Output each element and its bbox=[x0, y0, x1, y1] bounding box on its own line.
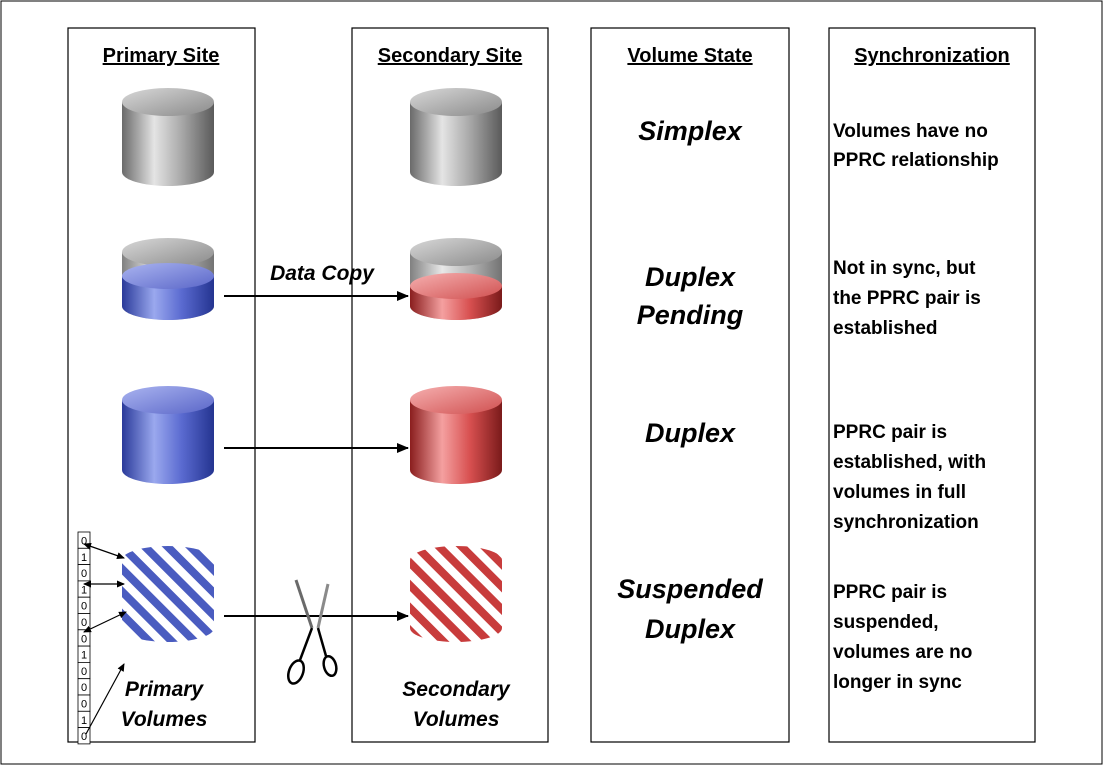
bitmap-cell: 0 bbox=[77, 564, 91, 582]
secondary-volume-simplex-icon bbox=[410, 88, 502, 186]
sync-duplex-line4: synchronization bbox=[833, 512, 979, 533]
data-copy-label: Data Copy bbox=[270, 262, 375, 285]
secondary-volume-duplex-icon bbox=[410, 386, 502, 484]
bitmap-cell: 0 bbox=[77, 613, 91, 631]
volume-state-column bbox=[590, 27, 790, 743]
sync-simplex-line2: PPRC relationship bbox=[833, 150, 999, 171]
primary-volumes-label-line1: Primary bbox=[125, 678, 205, 701]
primary-site-header: Primary Site bbox=[103, 45, 220, 67]
bitmap-cell: 0 bbox=[77, 596, 91, 614]
synchronization-column bbox=[828, 27, 1036, 743]
synchronization-header: Synchronization bbox=[854, 45, 1010, 67]
state-simplex: Simplex bbox=[638, 116, 743, 146]
sync-simplex-line1: Volumes have no bbox=[833, 121, 988, 142]
bitmap-cell: 0 bbox=[77, 629, 91, 647]
svg-text:0: 0 bbox=[81, 699, 87, 711]
sync-pending-line2: the PPRC pair is bbox=[833, 288, 981, 309]
state-suspended-duplex-line1: Suspended bbox=[617, 574, 763, 604]
state-duplex: Duplex bbox=[645, 418, 736, 448]
sync-suspended-line1: PPRC pair is bbox=[833, 582, 947, 603]
svg-text:1: 1 bbox=[81, 552, 87, 564]
bitmap-cell: 1 bbox=[77, 710, 91, 728]
svg-text:0: 0 bbox=[81, 617, 87, 629]
primary-site-column bbox=[67, 27, 256, 743]
primary-volume-pending-icon bbox=[122, 238, 214, 320]
volume-state-header: Volume State bbox=[627, 45, 752, 67]
svg-text:1: 1 bbox=[81, 715, 87, 727]
state-duplex-pending-line2: Pending bbox=[637, 300, 744, 330]
svg-text:1: 1 bbox=[81, 584, 87, 596]
state-duplex-pending-line1: Duplex bbox=[645, 262, 736, 292]
primary-volume-duplex-icon bbox=[122, 386, 214, 484]
bitmap-cell: 0 bbox=[77, 694, 91, 712]
bitmap-pointer-arrows bbox=[83, 543, 127, 735]
state-suspended-duplex-line2: Duplex bbox=[645, 614, 736, 644]
bitmap-cell: 0 bbox=[77, 678, 91, 696]
svg-text:0: 0 bbox=[81, 682, 87, 694]
svg-text:0: 0 bbox=[81, 731, 87, 743]
sync-duplex-line2: established, with bbox=[833, 452, 986, 473]
sync-pending-line1: Not in sync, but bbox=[833, 258, 976, 279]
secondary-site-header: Secondary Site bbox=[378, 45, 523, 67]
sync-duplex-line3: volumes in full bbox=[833, 482, 966, 503]
svg-text:1: 1 bbox=[81, 650, 87, 662]
secondary-volume-suspended-icon bbox=[410, 546, 502, 642]
svg-text:0: 0 bbox=[81, 601, 87, 613]
secondary-site-column bbox=[351, 27, 549, 743]
bitmap-cell: 0 bbox=[77, 662, 91, 680]
sync-duplex-line1: PPRC pair is bbox=[833, 422, 947, 443]
change-bitmap: 0 1 0 1 0 0 0 1 0 0 0 1 0 bbox=[77, 531, 91, 745]
svg-text:0: 0 bbox=[81, 568, 87, 580]
sync-suspended-line4: longer in sync bbox=[833, 672, 962, 693]
bitmap-cell: 1 bbox=[77, 645, 91, 663]
secondary-volumes-label-line1: Secondary bbox=[402, 678, 511, 701]
secondary-volume-pending-icon bbox=[410, 238, 502, 320]
primary-volumes-label-line2: Volumes bbox=[121, 708, 208, 731]
svg-text:0: 0 bbox=[81, 666, 87, 678]
scissors-icon bbox=[286, 579, 338, 685]
bitmap-cell: 1 bbox=[77, 547, 91, 565]
svg-text:0: 0 bbox=[81, 633, 87, 645]
sync-suspended-line3: volumes are no bbox=[833, 642, 972, 663]
bitmap-cell: 1 bbox=[77, 580, 91, 598]
primary-volume-suspended-icon bbox=[122, 546, 214, 642]
svg-text:0: 0 bbox=[81, 536, 87, 548]
secondary-volumes-label-line2: Volumes bbox=[413, 708, 500, 731]
sync-suspended-line2: suspended, bbox=[833, 612, 939, 633]
primary-volume-simplex-icon bbox=[122, 88, 214, 186]
sync-pending-line3: established bbox=[833, 318, 938, 339]
